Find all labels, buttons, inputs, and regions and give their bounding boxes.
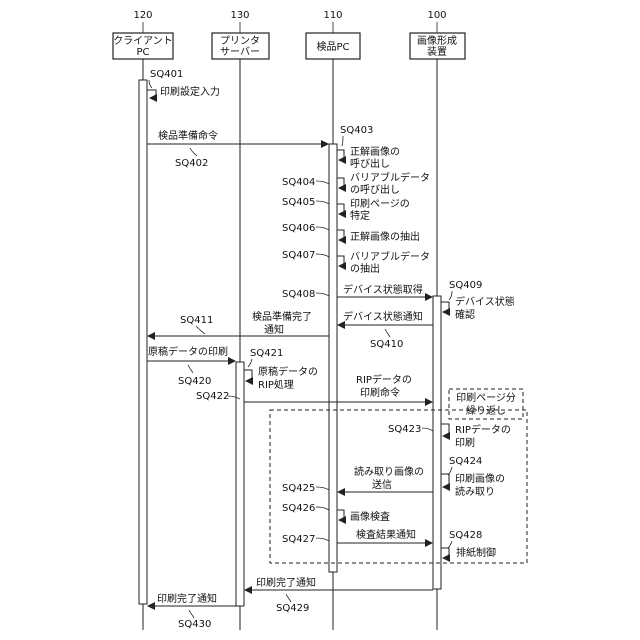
- svg-text:画像検査: 画像検査: [350, 510, 390, 523]
- step-sq403: SQ403 正解画像の 呼び出し: [337, 125, 400, 170]
- svg-text:呼び出し: 呼び出し: [350, 157, 390, 170]
- step-sq406: SQ406 正解画像の抽出: [282, 223, 420, 243]
- svg-text:繰り返し: 繰り返し: [466, 404, 506, 417]
- participant-number-inspection-pc: 110: [323, 10, 342, 21]
- participant-number-client: 120: [133, 10, 152, 21]
- step-sq407: SQ407 バリアブルデータ の抽出: [282, 250, 430, 275]
- step-sq409: SQ409 デバイス状態 確認: [441, 280, 515, 321]
- svg-text:SQ423: SQ423: [388, 424, 421, 435]
- svg-text:SQ406: SQ406: [282, 223, 315, 234]
- step-sq427: SQ427 検査結果通知: [282, 528, 432, 545]
- loop-label-box: 印刷ページ分 繰り返し: [449, 389, 523, 419]
- activation-inspection-pc: [329, 144, 337, 572]
- svg-text:SQ411: SQ411: [180, 315, 213, 326]
- participant-number-printer-server: 130: [230, 10, 249, 21]
- svg-text:SQ401: SQ401: [150, 69, 183, 80]
- participant-image-forming-device: 画像形成 装置: [410, 33, 465, 59]
- svg-text:SQ403: SQ403: [340, 125, 373, 136]
- svg-text:印刷画像の: 印刷画像の: [455, 473, 505, 485]
- svg-text:SQ424: SQ424: [449, 456, 482, 467]
- svg-text:装置: 装置: [427, 45, 447, 58]
- participant-number-image-forming-device: 100: [427, 10, 446, 21]
- step-sq404: SQ404 バリアブルデータ の呼び出し: [282, 171, 430, 196]
- svg-text:SQ404: SQ404: [282, 177, 315, 188]
- step-sq430: 印刷完了通知 SQ430: [148, 592, 236, 630]
- svg-text:デバイス状態: デバイス状態: [455, 295, 515, 308]
- svg-text:送信: 送信: [372, 478, 392, 491]
- svg-text:プリンタ: プリンタ: [220, 35, 260, 47]
- svg-text:印刷: 印刷: [455, 437, 475, 449]
- step-sq411: SQ411 検品準備完了 通知: [148, 310, 329, 336]
- svg-text:RIPデータの: RIPデータの: [356, 373, 412, 386]
- svg-text:の呼び出し: の呼び出し: [350, 183, 400, 196]
- svg-text:印刷完了通知: 印刷完了通知: [256, 576, 316, 589]
- svg-text:SQ421: SQ421: [250, 348, 283, 359]
- svg-text:SQ410: SQ410: [370, 339, 403, 350]
- svg-text:SQ409: SQ409: [449, 280, 482, 291]
- svg-text:検査結果通知: 検査結果通知: [356, 528, 416, 541]
- svg-text:正解画像の抽出: 正解画像の抽出: [350, 230, 420, 243]
- step-sq420: 原稿データの印刷 SQ420: [147, 345, 235, 387]
- svg-text:RIPデータの: RIPデータの: [455, 423, 511, 436]
- participant-client: クライアント PC: [113, 33, 173, 59]
- svg-text:SQ425: SQ425: [282, 483, 315, 494]
- svg-text:印刷ページの: 印刷ページの: [350, 198, 410, 210]
- step-sq405: SQ405 印刷ページの 特定: [282, 197, 410, 222]
- svg-text:サーバー: サーバー: [220, 46, 260, 58]
- svg-text:印刷完了通知: 印刷完了通知: [157, 592, 217, 605]
- svg-text:の抽出: の抽出: [350, 262, 380, 275]
- svg-text:正解画像の: 正解画像の: [350, 145, 400, 158]
- svg-text:確認: 確認: [455, 308, 475, 321]
- svg-text:SQ402: SQ402: [175, 158, 208, 169]
- svg-text:RIP処理: RIP処理: [258, 378, 294, 391]
- svg-text:SQ405: SQ405: [282, 197, 315, 208]
- svg-text:検品準備完了: 検品準備完了: [252, 310, 312, 323]
- step-sq401: SQ401 印刷設定入力: [147, 69, 220, 98]
- svg-text:印刷設定入力: 印刷設定入力: [160, 85, 220, 98]
- svg-text:SQ422: SQ422: [196, 391, 229, 402]
- svg-text:SQ430: SQ430: [178, 619, 211, 630]
- svg-text:SQ408: SQ408: [282, 289, 315, 300]
- svg-text:SQ429: SQ429: [276, 603, 309, 614]
- svg-text:SQ428: SQ428: [449, 530, 482, 541]
- step-sq410: デバイス状態通知 SQ410: [338, 310, 433, 350]
- svg-text:SQ420: SQ420: [178, 376, 211, 387]
- svg-text:バリアブルデータ: バリアブルデータ: [350, 171, 430, 184]
- svg-text:バリアブルデータ: バリアブルデータ: [350, 250, 430, 263]
- step-sq424: SQ424 印刷画像の 読み取り: [441, 456, 505, 498]
- svg-text:読み取り: 読み取り: [455, 485, 495, 498]
- activation-image-forming-device: [433, 296, 441, 589]
- step-sq429: 印刷完了通知 SQ429: [245, 576, 433, 614]
- svg-text:PC: PC: [136, 47, 149, 58]
- svg-text:読み取り画像の: 読み取り画像の: [354, 465, 424, 478]
- activation-client: [139, 80, 147, 604]
- svg-text:検品PC: 検品PC: [316, 40, 349, 53]
- svg-text:原稿データの印刷: 原稿データの印刷: [148, 345, 228, 358]
- step-sq402: 検品準備命令 SQ402: [147, 129, 328, 169]
- svg-text:SQ407: SQ407: [282, 250, 315, 261]
- svg-text:原稿データの: 原稿データの: [258, 365, 318, 378]
- svg-text:特定: 特定: [350, 209, 370, 222]
- svg-text:SQ427: SQ427: [282, 534, 315, 545]
- step-sq428: SQ428 排紙制御: [441, 530, 496, 559]
- step-sq425: 読み取り画像の 送信 SQ425: [282, 465, 433, 494]
- step-sq421: SQ421 原稿データの RIP処理: [244, 348, 318, 391]
- step-sq408: SQ408 デバイス状態取得: [282, 283, 432, 300]
- participant-printer-server: プリンタ サーバー: [212, 33, 269, 59]
- svg-text:通知: 通知: [264, 323, 284, 336]
- svg-text:印刷命令: 印刷命令: [360, 386, 400, 399]
- svg-text:排紙制御: 排紙制御: [456, 546, 496, 559]
- svg-text:印刷ページ分: 印刷ページ分: [456, 392, 516, 404]
- svg-text:画像形成: 画像形成: [417, 35, 457, 47]
- step-sq423: SQ423 RIPデータの 印刷: [388, 423, 511, 449]
- svg-text:デバイス状態通知: デバイス状態通知: [343, 310, 423, 323]
- svg-text:デバイス状態取得: デバイス状態取得: [343, 283, 423, 296]
- svg-text:検品準備命令: 検品準備命令: [158, 129, 218, 142]
- svg-text:SQ426: SQ426: [282, 503, 315, 514]
- svg-text:クライアント: クライアント: [113, 35, 173, 47]
- participant-inspection-pc: 検品PC: [306, 33, 360, 59]
